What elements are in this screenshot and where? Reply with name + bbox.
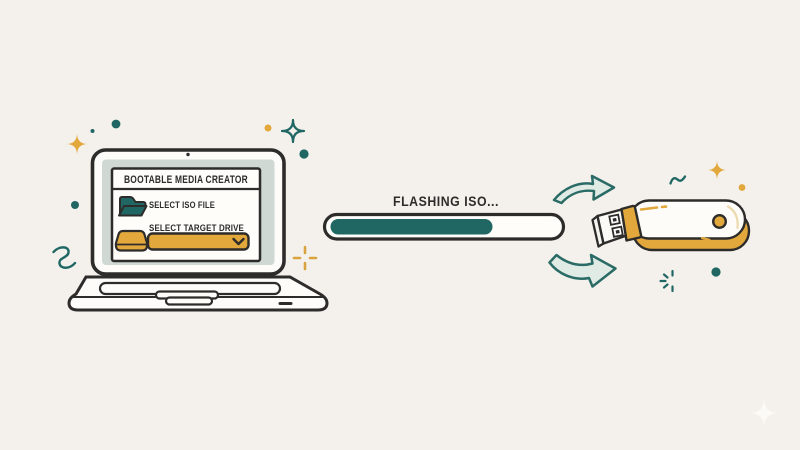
dot bbox=[711, 267, 721, 277]
dot bbox=[299, 149, 309, 159]
webcam-dot bbox=[186, 152, 190, 157]
usb-flash-drive bbox=[591, 199, 751, 252]
decorations-left bbox=[52, 118, 318, 271]
transfer-arrows bbox=[548, 174, 617, 288]
flashing-label: FLASHING ISO... bbox=[393, 194, 499, 209]
drive-icon bbox=[114, 229, 149, 252]
dot bbox=[71, 201, 79, 209]
dot bbox=[90, 129, 95, 133]
burst-icon bbox=[659, 269, 674, 293]
dot bbox=[738, 184, 746, 191]
target-drive-dropdown[interactable] bbox=[146, 232, 250, 251]
usb-highlight-dash bbox=[700, 236, 711, 241]
usb-lanyard-hole bbox=[712, 213, 728, 229]
sparkle-outline-icon bbox=[280, 118, 306, 144]
sparkle-icon bbox=[707, 160, 727, 180]
select-iso-label[interactable]: SELECT ISO FILE bbox=[149, 200, 215, 211]
progress-fill bbox=[330, 219, 493, 235]
decorations-right bbox=[659, 160, 779, 428]
usb-collar bbox=[620, 204, 643, 242]
dropdown-field[interactable] bbox=[146, 232, 250, 251]
arrow-bottom-icon bbox=[548, 253, 617, 288]
laptop-base bbox=[67, 275, 329, 312]
laptop: BOOTABLE MEDIA CREATOR SELECT ISO FILE S… bbox=[67, 148, 329, 312]
plus-sparkle-icon bbox=[292, 245, 318, 271]
trackpad-notch bbox=[164, 296, 214, 306]
flashing-progress: FLASHING ISO... bbox=[322, 194, 566, 241]
usb-cap-highlight bbox=[726, 205, 739, 230]
chevron-down-icon[interactable] bbox=[232, 237, 245, 246]
usb-highlight-dash bbox=[639, 206, 659, 211]
app-title: BOOTABLE MEDIA CREATOR bbox=[124, 174, 248, 186]
sparkle-icon bbox=[66, 133, 88, 155]
select-target-drive-label: SELECT TARGET DRIVE bbox=[149, 223, 244, 234]
usb-plug-hole bbox=[611, 225, 624, 238]
dot bbox=[111, 119, 121, 129]
arrow-top-icon bbox=[552, 174, 616, 205]
squiggle-icon bbox=[52, 246, 77, 269]
dot bbox=[264, 124, 272, 132]
usb-plug-hole bbox=[608, 213, 621, 226]
app-window: BOOTABLE MEDIA CREATOR SELECT ISO FILE S… bbox=[110, 167, 262, 263]
faint-sparkle-icon bbox=[749, 398, 779, 428]
folder-icon[interactable] bbox=[118, 196, 148, 217]
squiggle-icon bbox=[669, 175, 687, 185]
